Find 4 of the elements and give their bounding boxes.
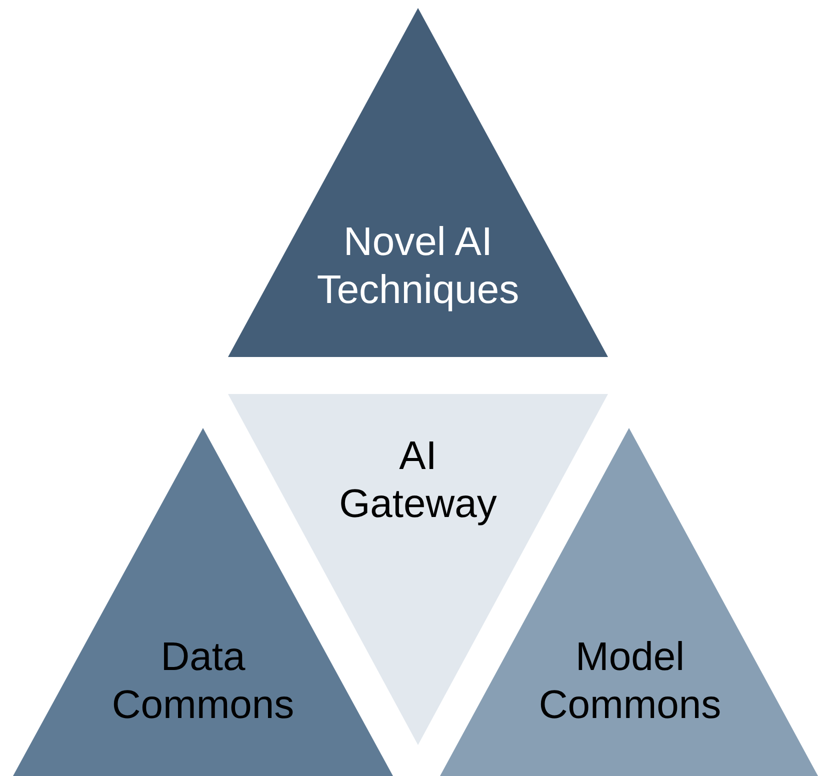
triangle-label: Model Commons [538,634,722,729]
triangle-label: Novel AI Techniques [316,219,520,314]
triangle-label: Data Commons [110,634,296,729]
triangle-label: AI Gateway [338,433,498,528]
